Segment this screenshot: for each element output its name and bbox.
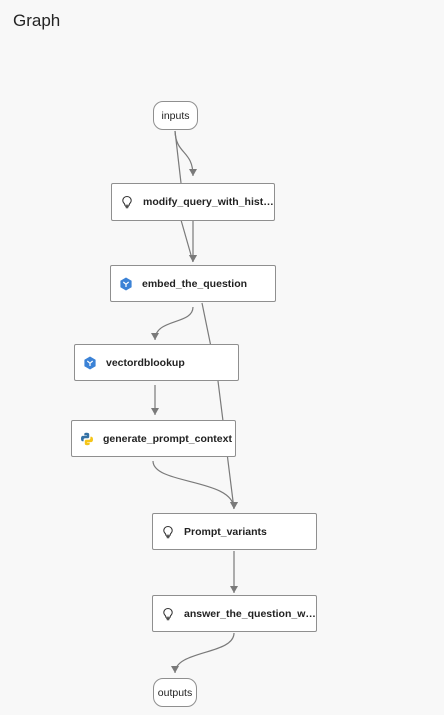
edge-embed-promptvariants [201, 302, 238, 510]
node-answer-question[interactable]: answer_the_question_wit... [152, 595, 317, 632]
azure-vector-icon [83, 356, 97, 370]
node-vectordb-label: vectordblookup [106, 356, 185, 369]
lightbulb-icon [161, 525, 175, 539]
node-inputs[interactable]: inputs [153, 101, 198, 130]
node-prompt-variants-label: Prompt_variants [184, 525, 267, 538]
node-answer-question-label: answer_the_question_wit... [184, 607, 316, 620]
node-modify-query[interactable]: modify_query_with_history [111, 183, 275, 221]
node-modify-query-label: modify_query_with_history [143, 196, 274, 208]
node-inputs-label: inputs [161, 109, 190, 122]
node-embed-question-label: embed_the_question [142, 277, 248, 290]
azure-embedding-icon [119, 277, 133, 291]
node-generate-context[interactable]: generate_prompt_context [71, 420, 236, 457]
edge-inputs-embed-passthrough [174, 130, 182, 184]
python-icon [80, 432, 94, 446]
node-outputs[interactable]: outputs [153, 678, 197, 707]
lightbulb-icon [120, 195, 134, 209]
node-vectordb[interactable]: vectordblookup [74, 344, 239, 381]
edge-inputs-embed [180, 219, 197, 263]
edge-answer-outputs [171, 632, 235, 674]
node-embed-question[interactable]: embed_the_question [110, 265, 276, 302]
edge-generate-promptvariants [152, 460, 238, 510]
node-generate-context-label: generate_prompt_context [103, 432, 232, 445]
graph-title: Graph [13, 11, 61, 30]
node-prompt-variants[interactable]: Prompt_variants [152, 513, 317, 550]
edge-embed-vectordb [151, 306, 194, 341]
lightbulb-icon [161, 607, 175, 621]
node-outputs-label: outputs [157, 686, 193, 699]
edge-inputs-modify [174, 130, 197, 177]
